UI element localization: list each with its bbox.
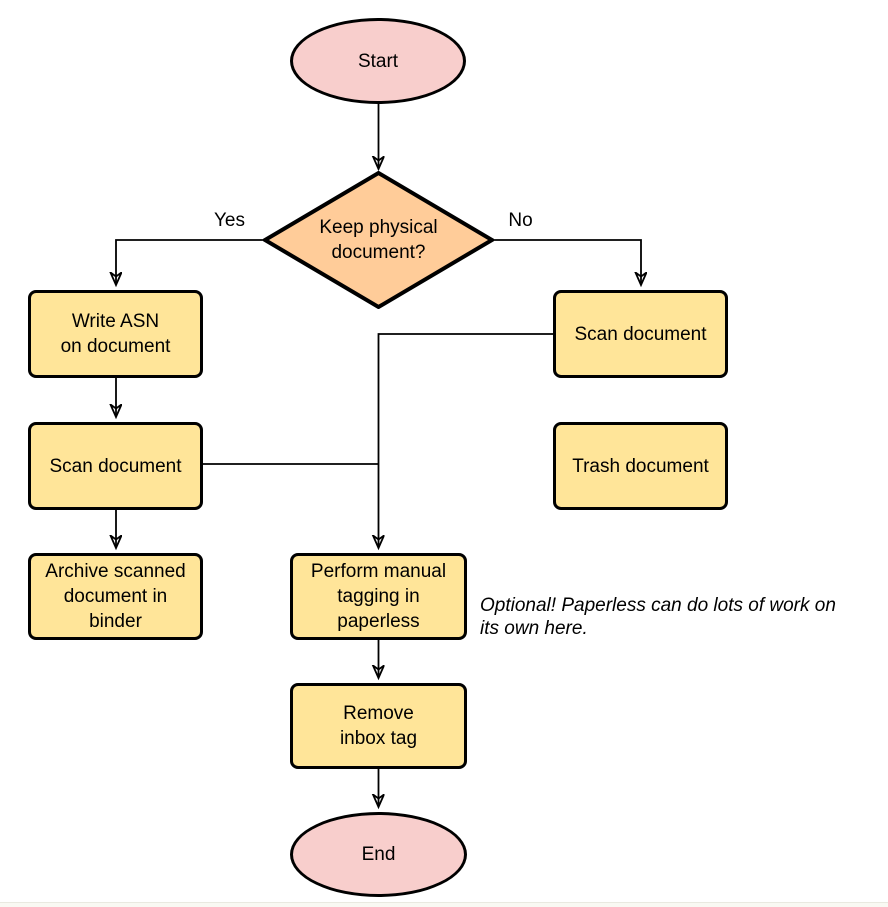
decision-diamond-shape — [263, 171, 494, 309]
node-archive-binder-label: Archive scanned document in binder — [45, 561, 186, 632]
node-end: End — [290, 812, 467, 897]
edge-label-yes: Yes — [214, 210, 245, 231]
node-trash-document-label: Trash document — [572, 455, 709, 477]
node-scan-document-left-label: Scan document — [49, 455, 182, 477]
node-archive-binder: Archive scanned document in binder — [28, 553, 203, 640]
node-scan-document-right: Scan document — [553, 290, 728, 378]
edge-label-no: No — [508, 210, 533, 231]
node-perform-tagging: Perform manual tagging in paperless — [290, 553, 467, 640]
node-end-label: End — [361, 844, 396, 865]
node-decision: Keep physical document? — [263, 171, 494, 309]
node-remove-inbox-tag-label: Remove inbox tag — [339, 703, 418, 749]
note-optional: Optional! Paperless can do lots of work … — [480, 595, 836, 639]
bottom-edge-strip — [0, 902, 888, 907]
edge-decision-yes-to-write-asn — [116, 239, 265, 285]
node-decision-label: Keep physical document? — [319, 217, 438, 263]
node-write-asn: Write ASN on document — [28, 290, 203, 378]
node-start-label: Start — [357, 50, 399, 72]
edge-decision-no-to-scan-right — [490, 239, 641, 285]
node-remove-inbox-tag: Remove inbox tag — [290, 683, 467, 769]
node-write-asn-label: Write ASN on document — [60, 311, 171, 357]
node-scan-document-left: Scan document — [28, 422, 203, 510]
edge-scan-right-to-perform-tagging — [379, 333, 553, 548]
node-start: Start — [290, 18, 466, 104]
node-scan-document-right-label: Scan document — [574, 323, 707, 345]
node-perform-tagging-label: Perform manual tagging in paperless — [310, 561, 447, 632]
node-trash-document: Trash document — [553, 422, 728, 510]
